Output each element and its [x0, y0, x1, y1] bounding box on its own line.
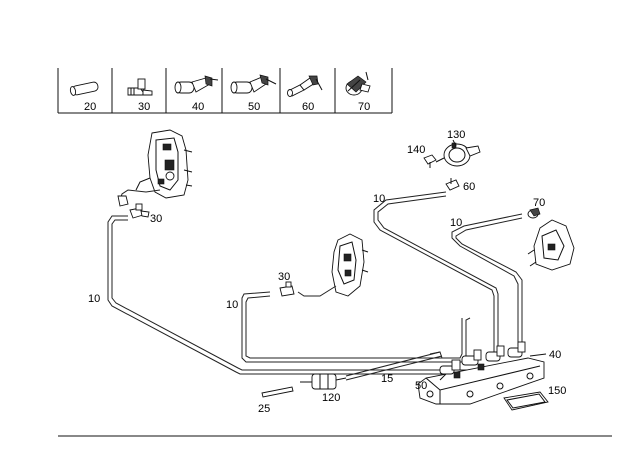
- sensor-plug: [117, 195, 129, 207]
- parts-legend: 20 30 40 50: [57, 68, 393, 114]
- callout-60: 60: [463, 181, 475, 193]
- filter-120: [300, 373, 347, 390]
- hose-piece-25: [261, 386, 294, 398]
- angled-nipple-connector-icon: [287, 75, 323, 97]
- callout-30-left: 30: [150, 213, 162, 225]
- callout-10-right: 10: [450, 217, 462, 229]
- nipple-connector-60: [445, 178, 460, 191]
- adhesive-pad-150: [503, 391, 549, 411]
- elbow-connector-30-left: [129, 203, 150, 219]
- vacuum-canister-130: [435, 142, 481, 167]
- cap-connector-70: [527, 207, 541, 219]
- legend-number-50: 50: [248, 101, 260, 113]
- callout-25: 25: [258, 403, 270, 415]
- vacuum-lines: [107, 191, 523, 381]
- elbow-connector-icon: [174, 75, 219, 94]
- callout-10-top: 10: [373, 193, 385, 205]
- elbow-connectors-50: [439, 341, 526, 379]
- callout-150: 150: [548, 385, 566, 397]
- valve-block-40: [417, 357, 545, 405]
- brake-caliper-center: [331, 233, 369, 297]
- callout-15: 15: [381, 373, 393, 385]
- check-valve-140: [423, 154, 437, 168]
- small-elbow-connector-icon: [127, 78, 153, 96]
- callout-40: 40: [549, 349, 561, 361]
- straight-connector-icon: [69, 81, 99, 96]
- callout-130: 130: [447, 129, 465, 141]
- callout-50: 50: [415, 380, 427, 392]
- brake-caliper-left: [135, 129, 193, 199]
- legend-number-40: 40: [192, 101, 204, 113]
- callout-30-center: 30: [278, 271, 290, 283]
- legend-number-20: 20: [84, 101, 96, 113]
- cap-connector-icon: [345, 71, 371, 96]
- legend-number-60: 60: [302, 101, 314, 113]
- callout-10-left: 10: [88, 293, 100, 305]
- callout-140: 140: [407, 144, 425, 156]
- brake-caliper-right: [527, 219, 575, 271]
- callout-70: 70: [533, 197, 545, 209]
- elbow-connector-30-center: [279, 281, 295, 297]
- legend-number-30: 30: [138, 101, 150, 113]
- legend-number-70: 70: [358, 101, 370, 113]
- callout-10-center: 10: [226, 299, 238, 311]
- elbow-connector-long-icon: [230, 74, 277, 94]
- callout-120: 120: [322, 392, 340, 404]
